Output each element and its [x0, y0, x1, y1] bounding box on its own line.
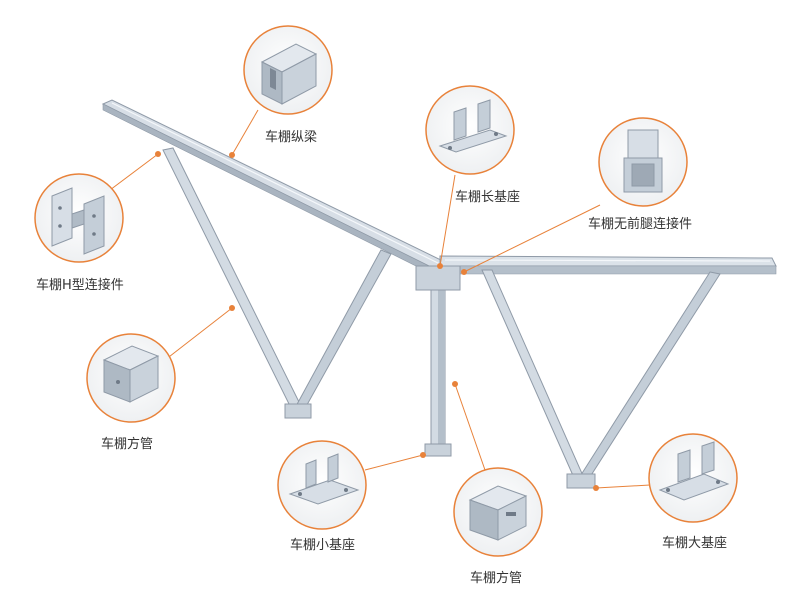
- center-column: [415, 265, 461, 457]
- left-main-beam: [101, 99, 446, 277]
- square-tube-icon: [468, 485, 528, 541]
- dot-square-tube-center: [452, 381, 458, 387]
- leader-longitudinal-beam: [231, 109, 259, 156]
- dot-front-leg-connector: [461, 269, 467, 275]
- dot-long-base: [437, 263, 443, 269]
- dot-large-base: [593, 485, 599, 491]
- label-long-base: 车棚长基座: [455, 190, 521, 205]
- bubble-small-base: [277, 440, 367, 530]
- bubble-square-tube-left: [86, 333, 176, 423]
- bubble-square-tube-center: [453, 467, 543, 557]
- callout-dots: [155, 151, 599, 491]
- h-connector-icon: [51, 187, 105, 255]
- label-square-tube-center: 车棚方管: [470, 571, 523, 586]
- c-channel-profile-icon: [260, 43, 318, 105]
- column-head-connector: [415, 265, 461, 291]
- label-h-connector: 车棚H型连接件: [36, 278, 124, 293]
- bubble-long-base: [425, 85, 515, 175]
- leader-large-base: [595, 484, 651, 489]
- leader-long-base: [439, 174, 456, 267]
- bubble-longitudinal-beam: [243, 25, 333, 115]
- leader-front-leg-connector: [463, 204, 601, 273]
- right-v-brace: [481, 269, 721, 489]
- dot-square-tube-left: [229, 305, 235, 311]
- dot-h-connector: [155, 151, 161, 157]
- u-connector-icon: [623, 129, 663, 193]
- right-v-base-plate: [566, 473, 596, 489]
- left-v-base-plate: [284, 403, 312, 419]
- bubble-large-base: [648, 433, 738, 523]
- leader-h-connector: [109, 153, 159, 191]
- small-base-bracket-icon: [288, 453, 360, 505]
- leader-small-base: [364, 454, 424, 471]
- column-base-plate: [424, 443, 452, 457]
- square-tube-icon: [102, 345, 160, 403]
- large-base-bracket-icon: [658, 441, 730, 501]
- carport-frame: [101, 99, 777, 489]
- label-small-base: 车棚小基座: [290, 538, 356, 553]
- dot-longitudinal-beam: [229, 152, 235, 158]
- leader-square-tube-center: [454, 383, 486, 471]
- callout-lines: [109, 109, 651, 489]
- bubble-front-leg-connector: [598, 117, 688, 207]
- label-square-tube-left: 车棚方管: [101, 437, 154, 452]
- label-front-leg-connector: 车棚无前腿连接件: [588, 217, 693, 232]
- label-large-base: 车棚大基座: [662, 536, 728, 551]
- label-longitudinal-beam: 车棚纵梁: [265, 130, 318, 145]
- leader-square-tube-left: [164, 307, 233, 361]
- left-v-brace: [162, 147, 392, 419]
- long-base-bracket-icon: [438, 99, 508, 153]
- dot-small-base: [420, 452, 426, 458]
- bubble-h-connector: [34, 173, 124, 263]
